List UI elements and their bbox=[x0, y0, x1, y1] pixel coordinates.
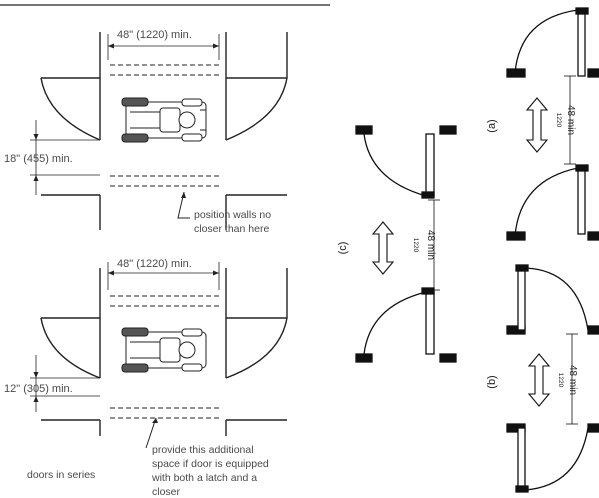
bottom-note-line-4: closer bbox=[152, 486, 181, 498]
top-note-line-2: closer than here bbox=[194, 223, 269, 235]
wheelchair-user-icon bbox=[121, 97, 207, 143]
variant-b-dim-main: 48 min bbox=[567, 365, 578, 395]
bottom-plan bbox=[30, 262, 288, 449]
variant-a-letter: (a) bbox=[486, 119, 498, 132]
variant-c-letter: (c) bbox=[337, 242, 349, 255]
variant-a-dim-main: 48 min bbox=[565, 105, 576, 135]
variant-a-dim-sub: 1220 bbox=[555, 113, 562, 128]
variant-b bbox=[506, 264, 599, 493]
top-note-line-1: position walls no bbox=[194, 209, 271, 221]
variant-c-dim-main: 48 min bbox=[425, 230, 436, 260]
bottom-note-line-1: provide this additional bbox=[152, 444, 254, 456]
variant-b-dim-sub: 1220 bbox=[557, 373, 564, 388]
variant-c bbox=[355, 125, 457, 363]
bottom-width-label: 48" (1220) min. bbox=[117, 258, 192, 270]
top-width-label: 48" (1220) min. bbox=[117, 29, 192, 41]
top-plan bbox=[30, 32, 288, 230]
wheelchair-user-icon-bottom bbox=[121, 327, 207, 373]
variant-c-dim-sub: 1220 bbox=[412, 238, 419, 253]
bottom-note-line-3: with both a latch and a bbox=[151, 472, 257, 484]
top-clear-label: 18" (455) min. bbox=[4, 153, 73, 165]
variant-b-letter: (b) bbox=[486, 375, 498, 388]
bottom-clear-label: 12" (305) min. bbox=[4, 383, 73, 395]
bottom-note-line-2: space if door is equipped bbox=[152, 458, 269, 470]
doors-in-series-caption: doors in series bbox=[27, 469, 95, 481]
variant-a bbox=[506, 7, 599, 241]
